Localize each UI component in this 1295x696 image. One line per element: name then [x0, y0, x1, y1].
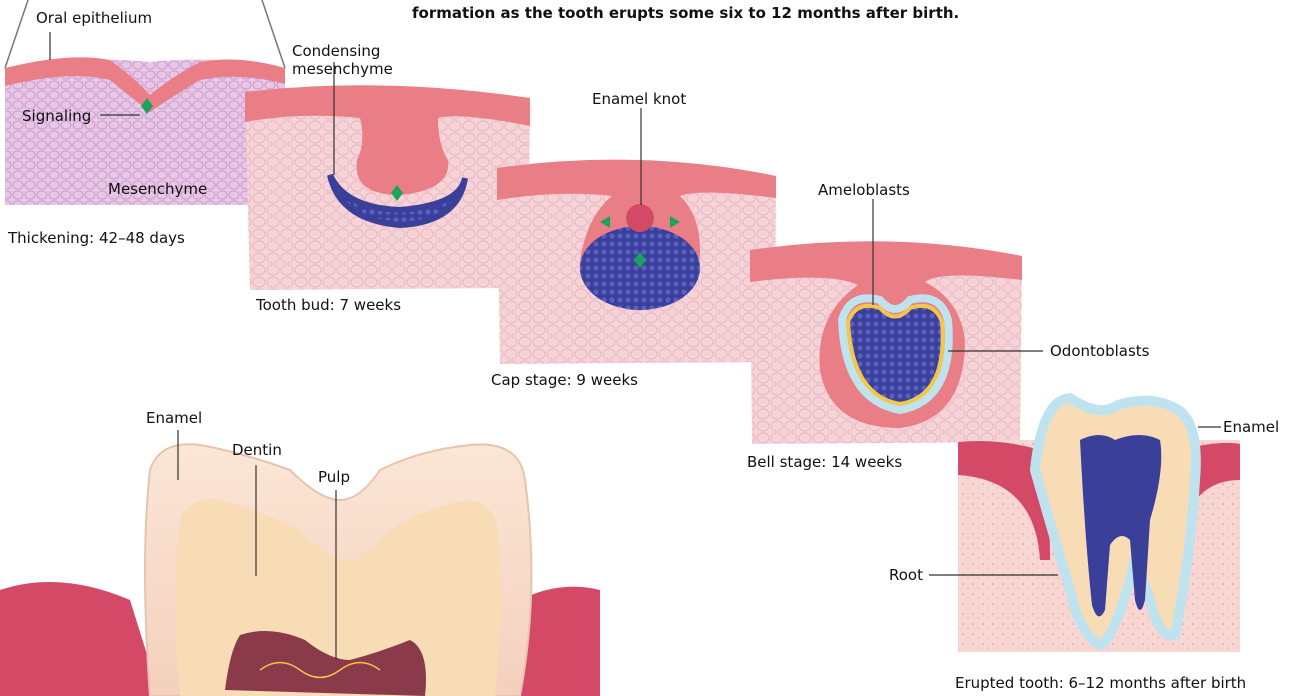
label-ameloblasts: Ameloblasts: [818, 181, 910, 199]
label-condensing-line1: Condensing: [292, 42, 380, 60]
bell-stage-panel: [750, 199, 1043, 444]
label-enamel-knot: Enamel knot: [592, 90, 686, 108]
label-condensing-line2: mesenchyme: [292, 60, 393, 78]
label-odontoblasts: Odontoblasts: [1050, 342, 1149, 360]
label-enamel-erupted: Enamel: [1223, 418, 1279, 436]
intro-text: formation as the tooth erupts some six t…: [412, 3, 1272, 23]
thickening-panel: [5, 0, 285, 205]
label-root: Root: [889, 566, 923, 584]
tooth-crown-closeup: [0, 430, 600, 696]
caption-bell-stage: Bell stage: 14 weeks: [747, 453, 902, 471]
label-oral-epithelium: Oral epithelium: [36, 9, 152, 27]
label-signaling: Signaling: [22, 107, 91, 125]
caption-thickening: Thickening: 42–48 days: [8, 229, 185, 247]
label-dentin: Dentin: [232, 441, 282, 459]
caption-tooth-bud: Tooth bud: 7 weeks: [256, 296, 401, 314]
caption-cap-stage: Cap stage: 9 weeks: [491, 371, 638, 389]
caption-erupted-tooth: Erupted tooth: 6–12 months after birth: [955, 674, 1246, 692]
label-pulp: Pulp: [318, 468, 350, 486]
cap-stage-panel: [497, 108, 776, 364]
tooth-bud-panel: [245, 62, 530, 290]
label-enamel-closeup: Enamel: [146, 409, 202, 427]
label-mesenchyme: Mesenchyme: [108, 180, 207, 198]
